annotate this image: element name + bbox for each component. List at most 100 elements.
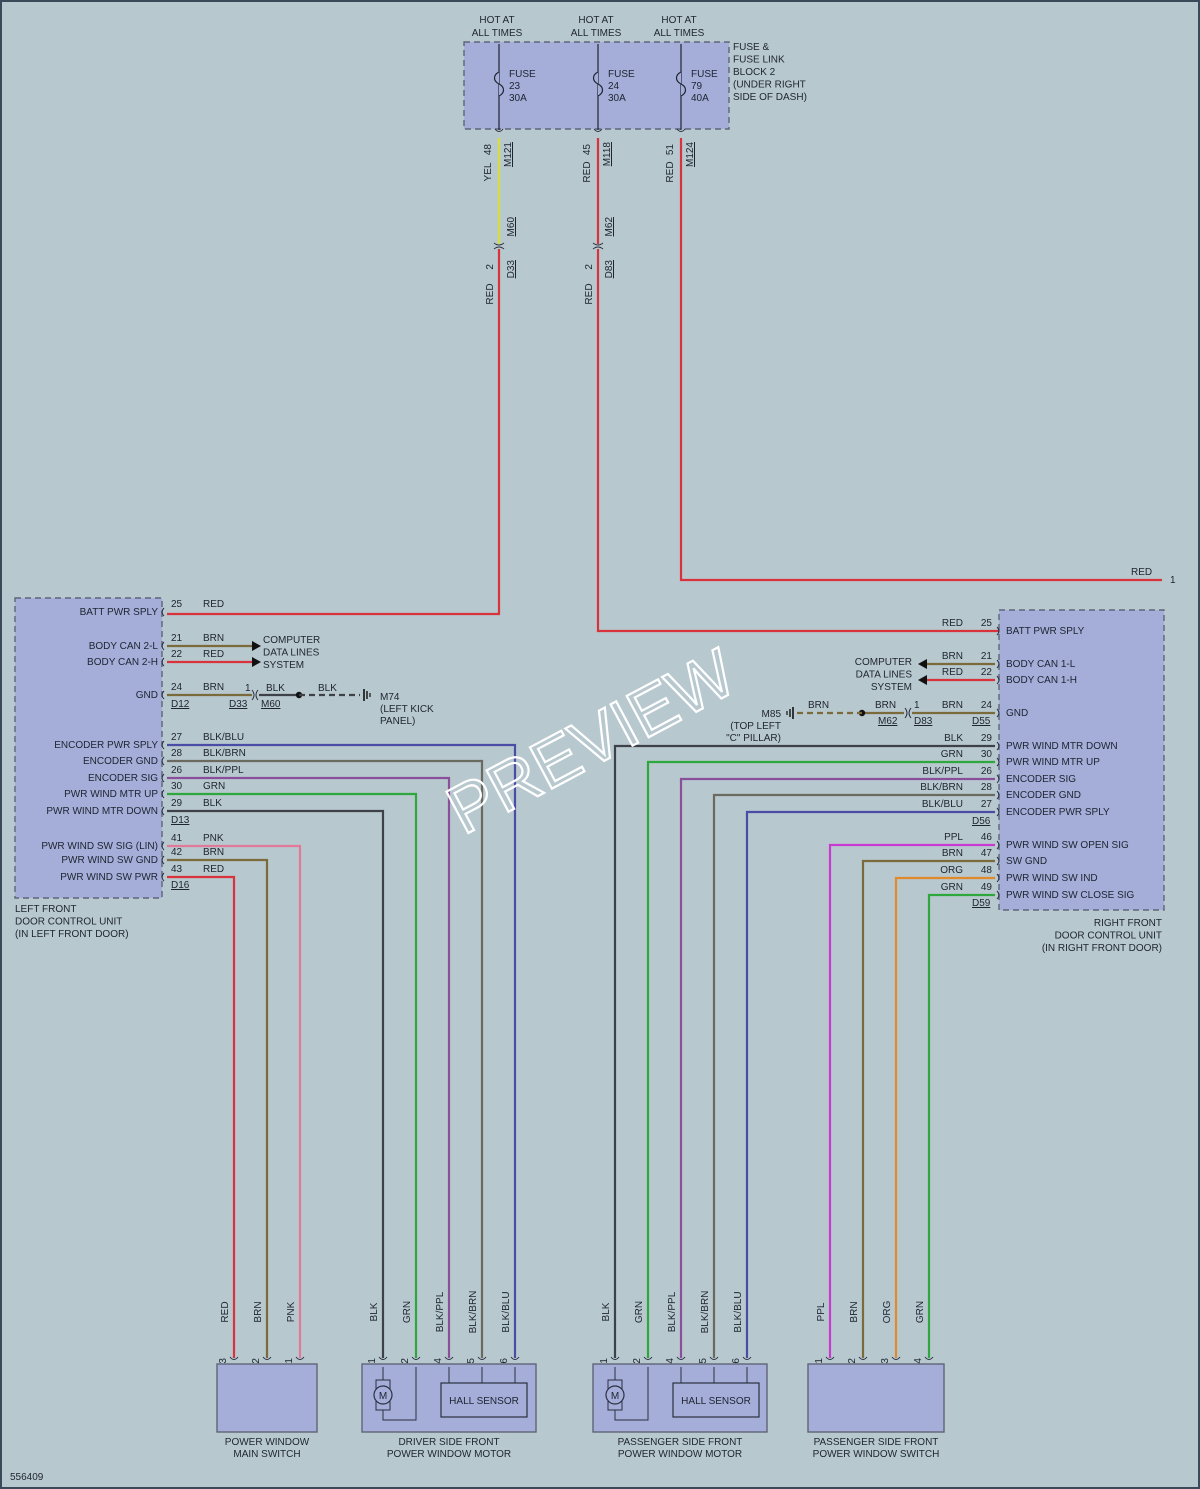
connector-id: M118 [602, 142, 613, 167]
wire-color-label: BLK/BLU [501, 1291, 512, 1332]
wire-color-label: BLK/BLU [203, 732, 244, 743]
wire-color-label: BLK/PPL [203, 765, 244, 776]
wire-grn-left [167, 792, 418, 1358]
wire-color-label: PPL [944, 832, 963, 843]
wire-color-label: BRN [808, 700, 829, 711]
ground-id: M85 [762, 709, 782, 720]
connector-id: D13 [171, 815, 190, 826]
arrow-icon [918, 675, 927, 685]
wire-pnk-left [167, 844, 302, 1358]
pin-terminal-icon [161, 740, 165, 750]
pin-terminal-icon [742, 1356, 752, 1360]
fuse-block-label: BLOCK 2 [733, 67, 776, 78]
pin-terminal-icon [477, 1356, 487, 1360]
pin-number: 30 [171, 781, 183, 792]
pin-number: 2 [485, 264, 496, 270]
component-name: MAIN SWITCH [233, 1449, 300, 1460]
pin-number: 1 [914, 700, 920, 711]
wire-blkbrn-right [712, 793, 995, 1358]
wire-color-label: PPL [816, 1302, 827, 1321]
wire-grn-right-2 [927, 893, 995, 1358]
pin-number: 1 [599, 1358, 610, 1364]
pin-number: 30 [981, 749, 993, 760]
wire-color-label: GRN [915, 1301, 926, 1323]
hot-at-label: HOT AT [479, 15, 514, 26]
arrow-icon [252, 641, 261, 651]
wire-color-label: BRN [253, 1301, 264, 1322]
pin-terminal-icon [161, 773, 165, 783]
pin-number: 41 [171, 833, 183, 844]
hot-at-label: ALL TIMES [654, 28, 705, 39]
pin-number: 4 [913, 1358, 924, 1364]
pin-label: ENCODER GND [1006, 790, 1081, 801]
pin-number: 22 [171, 649, 183, 660]
wire-color-label: BLK/BRN [203, 748, 246, 759]
hall-sensor-box [672, 1382, 760, 1418]
wire-blkblu-right [745, 810, 995, 1358]
pin-label: PWR WIND SW PWR [60, 872, 158, 883]
wire-color-label: BLK [369, 1302, 380, 1321]
wire-blk-left [167, 809, 385, 1358]
pin-terminal-icon [996, 708, 1000, 718]
pin-terminal-icon [996, 873, 1000, 883]
pin-terminal-icon [858, 1356, 868, 1360]
ground-location: "C" PILLAR) [726, 733, 781, 744]
pin-label: SW GND [1006, 856, 1047, 867]
pin-number: 28 [171, 748, 183, 759]
pin-number: 4 [433, 1358, 444, 1364]
wire-color-label: ORG [882, 1300, 893, 1323]
ground-location: (TOP LEFT [730, 721, 781, 732]
computer-data-lines-label: DATA LINES [856, 670, 913, 681]
motor-symbol: M [611, 1391, 619, 1402]
pin-terminal-icon [996, 757, 1000, 767]
wire-color-label: BLK [944, 733, 963, 744]
component-name: POWER WINDOW SWITCH [813, 1449, 940, 1460]
wire-color-label: BRN [942, 848, 963, 859]
motor-lead [382, 1367, 417, 1421]
connector-id: D33 [229, 699, 248, 710]
wire-grn-right [646, 760, 995, 1358]
wire-color-label: RED [942, 618, 963, 629]
wire-color-label: RED [942, 667, 963, 678]
pin-terminal-icon [444, 1356, 454, 1360]
wire-brn-left [167, 858, 269, 1358]
left-unit-name: LEFT FRONT [15, 904, 76, 915]
wire-color-label: BLK/PPL [435, 1291, 446, 1332]
fuse-name: FUSE [509, 69, 536, 80]
pin-label: ENCODER SIG [88, 773, 158, 784]
pin-label: GND [136, 690, 158, 701]
wire-color-label: BRN [203, 633, 224, 644]
wire-org-right [894, 876, 995, 1358]
pin-label: BATT PWR SPLY [1006, 626, 1085, 637]
right-unit-name: DOOR CONTROL UNIT [1055, 931, 1162, 942]
pin-label: GND [1006, 708, 1028, 719]
wire-color-label: BLK/PPL [667, 1291, 678, 1332]
wire-color-label: BLK/BRN [920, 782, 963, 793]
wire-blkppl-left [167, 776, 451, 1358]
connector-id: D12 [171, 699, 190, 710]
inline-connector-icon [251, 689, 259, 701]
pin-terminal-icon [229, 1356, 239, 1360]
wire-color-label: BRN [875, 700, 896, 711]
wire-color-label: BLK [318, 683, 337, 694]
pin-number: 2 [400, 1358, 411, 1364]
pin-terminal-icon [996, 741, 1000, 751]
pin-terminal-icon [996, 626, 1000, 636]
wire-color-label: RED [220, 1301, 231, 1322]
pin-label: BODY CAN 1-H [1006, 675, 1077, 686]
pin-terminal-icon [676, 128, 686, 132]
pin-number: 27 [171, 732, 183, 743]
motor-lead [614, 1367, 649, 1421]
fuse-number: 24 [608, 81, 620, 92]
pin-number: 46 [981, 832, 993, 843]
pin-number: 1 [245, 683, 251, 694]
wire-color-label: BLK/BLU [922, 799, 963, 810]
pin-number: 2 [847, 1358, 858, 1364]
pin-number: 22 [981, 667, 993, 678]
right-unit-name: RIGHT FRONT [1094, 918, 1162, 929]
connector-id: D83 [914, 716, 933, 727]
preview-watermark: PREVIEW [435, 635, 748, 849]
pin-label: PWR WIND SW CLOSE SIG [1006, 890, 1135, 901]
